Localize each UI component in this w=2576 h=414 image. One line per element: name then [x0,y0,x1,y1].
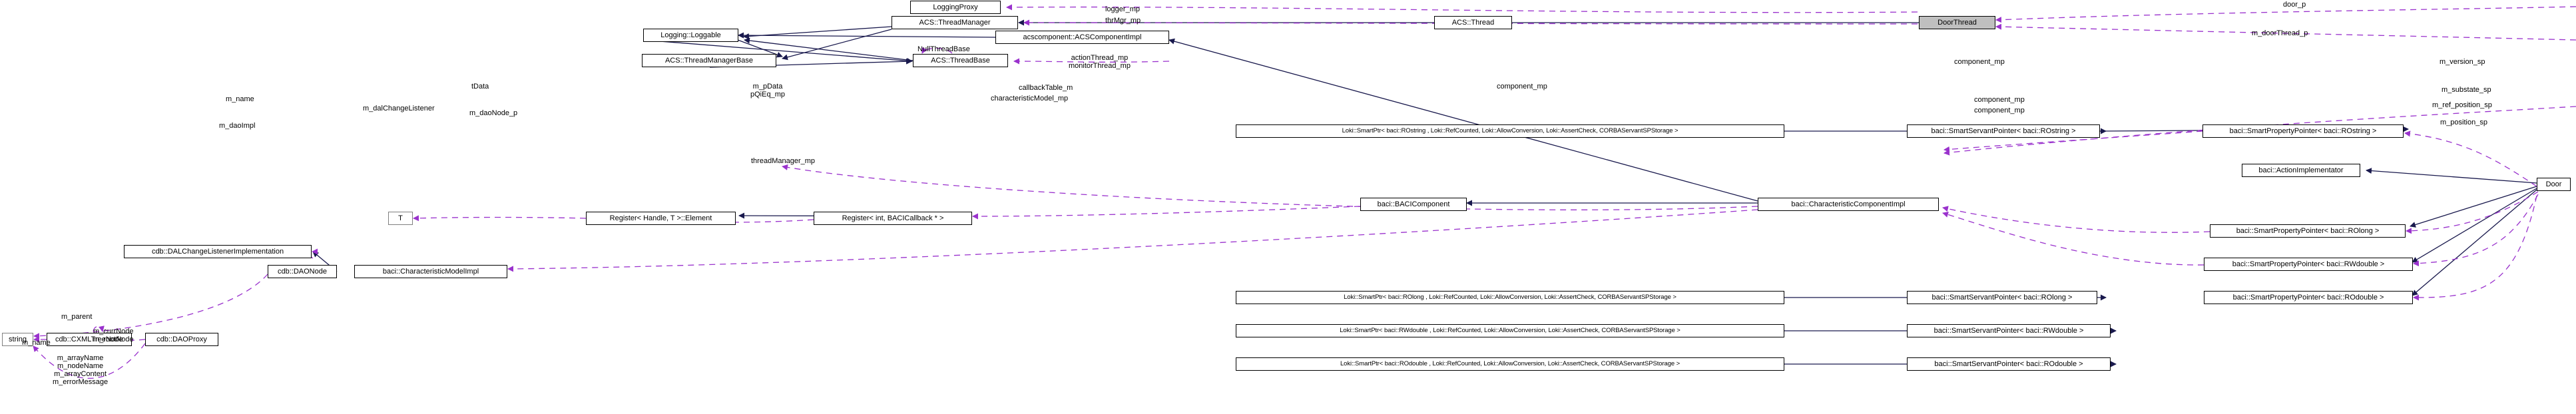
edge-label-callbackTable_m: callbackTable_m [1019,84,1073,92]
edge-label-m_pData: m_pData pQiEq_mp [750,83,785,99]
node-bacispsrolong[interactable]: baci::SmartServantPointer< baci::ROlong … [1907,291,2097,304]
node-bacispsrwdouble[interactable]: baci::SmartServantPointer< baci::RWdoubl… [1907,324,2111,337]
node-baciactionimpl[interactable]: baci::ActionImplementator [2242,164,2360,177]
edge-label-NullThreadBase: NullThreadBase [917,45,970,53]
edge-label-m_daoNode_p: m_daoNode_p [469,109,518,117]
edge-label-door_p: door_p [2283,1,2306,9]
usage-edges [33,4,2576,379]
node-cdbdaonode[interactable]: cdb::DAONode [268,265,337,278]
inheritance-edges [312,19,2537,367]
node-acscomponentimpl[interactable]: acscomponent::ACSComponentImpl [995,31,1169,44]
node-bacicharmodelimpl[interactable]: baci::CharacteristicModelImpl [354,265,507,278]
node-door[interactable]: Door [2537,178,2571,191]
node-lokirwdouble[interactable]: Loki::SmartPtr< baci::RWdouble , Loki::R… [1236,324,1784,337]
node-lokirolong[interactable]: Loki::SmartPtr< baci::ROlong , Loki::Ref… [1236,291,1784,304]
node-registerhandle[interactable]: Register< Handle, T >::Element [586,212,736,225]
node-doorthread[interactable]: DoorThread [1919,16,1995,29]
edge-label-m_name_1: m_name [226,95,254,103]
node-loggingproxy[interactable]: LoggingProxy [910,1,1001,14]
node-acsthreadmgrbase[interactable]: ACS::ThreadManagerBase [642,54,776,67]
node-bacisppsrostring[interactable]: baci::SmartPropertyPointer< baci::ROstri… [2202,124,2404,138]
edge-label-thrMgr_mp: thrMgr_mp [1105,17,1141,25]
node-registerbacicb[interactable]: Register< int, BACICallback * > [814,212,972,225]
node-acsthread[interactable]: ACS::Thread [1434,16,1512,29]
node-loggingloggable[interactable]: Logging::Loggable [643,29,738,42]
edge-label-component_mp_2: component_mp [1497,83,1547,91]
edge-label-component_mp_1: component_mp [1954,58,2005,66]
node-acsthreadmanager[interactable]: ACS::ThreadManager [892,16,1018,29]
node-bacicharcompimpl[interactable]: baci::CharacteristicComponentImpl [1758,198,1939,211]
edge-label-m_substate_sp: m_substate_sp [2442,86,2491,94]
edge-label-component_mp_4: component_mp [1974,106,2025,114]
edge-label-component_mp_3: component_mp [1974,96,2025,104]
node-bacisppsrolong[interactable]: baci::SmartPropertyPointer< baci::ROlong… [2210,224,2406,238]
edge-label-m_version_sp: m_version_sp [2440,58,2485,66]
edge-label-m_position_sp: m_position_sp [2440,118,2487,126]
node-typeT[interactable]: T [388,212,413,225]
edge-label-m_currNode: m_currNode m_rootNode [93,327,134,343]
node-bacisppsrwdouble[interactable]: baci::SmartPropertyPointer< baci::RWdoub… [2204,258,2413,271]
node-cdbdaoproxy[interactable]: cdb::DAOProxy [145,333,218,346]
edge-label-actionThread_mp: actionThread_mp monitorThread_mp [1069,54,1131,70]
node-lokirodouble[interactable]: Loki::SmartPtr< baci::ROdouble , Loki::R… [1236,357,1784,371]
edge-label-m_ref_position_sp: m_ref_position_sp [2432,101,2492,109]
edge-label-m_parent: m_parent [61,313,93,321]
edge-label-m_name_2: m_name [22,339,51,347]
edge-label-characteristicModel_mp: characteristicModel_mp [991,95,1069,103]
edge-label-tData: tData [471,83,489,91]
edge-label-m_daoImpl: m_daoImpl [219,122,256,130]
edge-label-threadManager_mp: threadManager_mp [751,157,816,165]
node-acsthreadbase[interactable]: ACS::ThreadBase [913,54,1008,67]
edge-label-m_dalChangeListener: m_dalChangeListener [363,104,435,112]
node-bacicomponent[interactable]: baci::BACIComponent [1360,198,1467,211]
node-cdbcxmltreenode[interactable]: cdb::CXMLTreeNode [47,333,132,346]
node-bacispsrodouble[interactable]: baci::SmartServantPointer< baci::ROdoubl… [1907,357,2111,371]
node-stringnode[interactable]: string [2,333,33,346]
edge-label-logger_mp: logger_mp [1105,5,1140,13]
node-lokirostring[interactable]: Loki::SmartPtr< baci::ROstring , Loki::R… [1236,124,1784,138]
node-cdbdalchange[interactable]: cdb::DALChangeListenerImplementation [124,245,312,258]
node-bacisppsrodouble[interactable]: baci::SmartPropertyPointer< baci::ROdoub… [2204,291,2413,304]
edge-label-m_doorThread_p: m_doorThread_p [2252,29,2308,37]
node-bacispsrostring[interactable]: baci::SmartServantPointer< baci::ROstrin… [1907,124,2100,138]
edge-label-m_arrayName: m_arrayName m_nodeName m_arrayContent m_… [53,354,109,386]
